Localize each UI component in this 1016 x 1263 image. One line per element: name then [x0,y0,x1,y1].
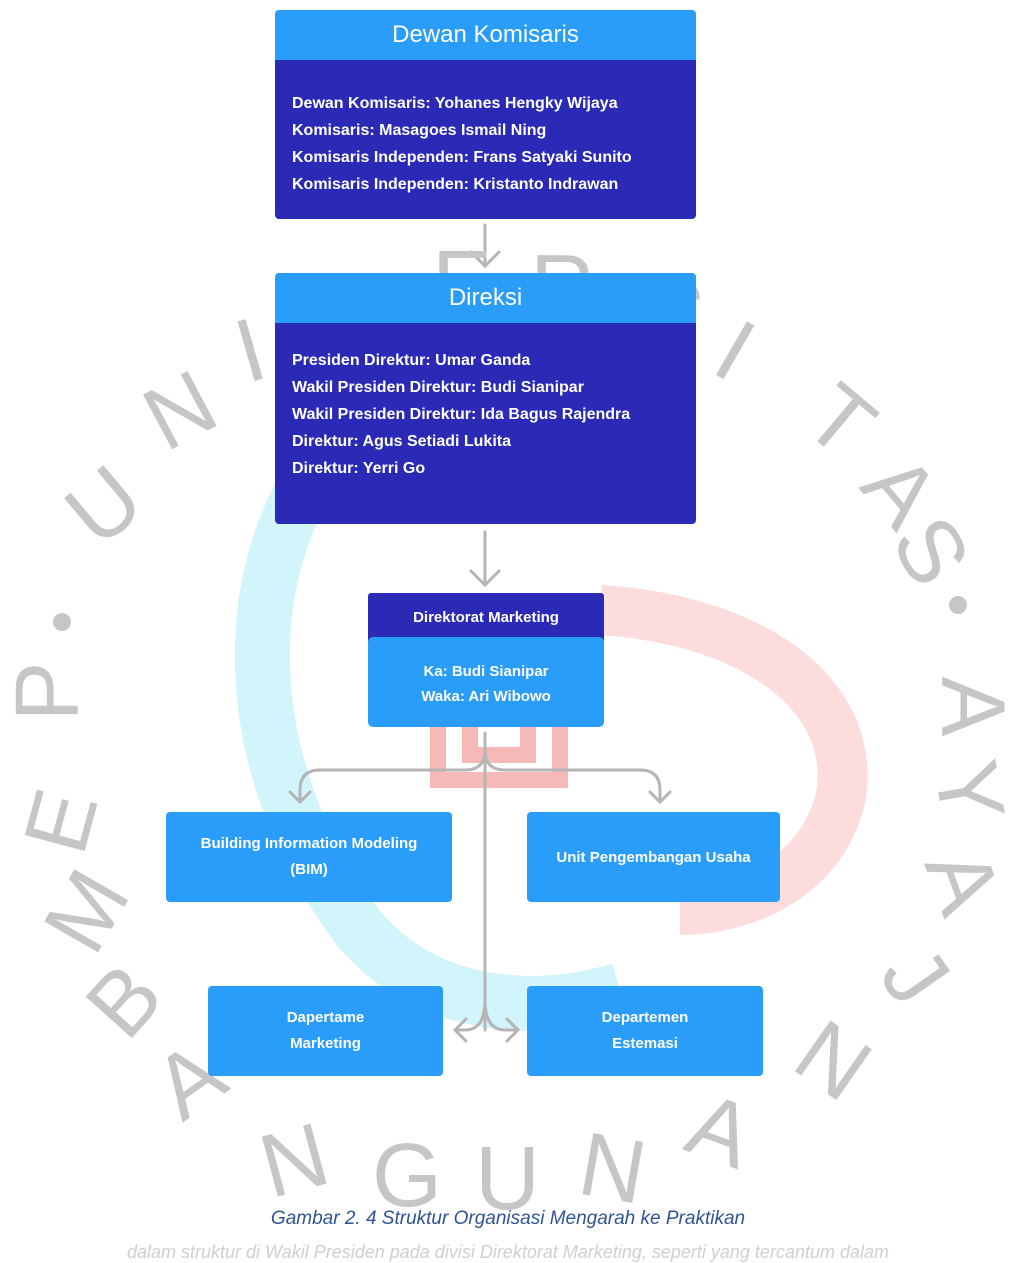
direksi-line: Wakil Presiden Direktur: Budi Sianipar [292,379,584,396]
departemen-estemasi-box: Departemen Estemasi [527,986,763,1076]
marketing-ka: Ka: Budi Sianipar [423,663,549,680]
watermark-dot-right [949,596,967,614]
direksi-line: Direktur: Yerri Go [292,460,426,477]
direksi-header: Direksi [275,273,696,323]
marketing-header: Direktorat Marketing [368,593,604,643]
direksi-line: Presiden Direktur: Umar Ganda [292,352,531,369]
watermark-letter: P [0,661,98,722]
bim-label-line2: (BIM) [290,861,328,878]
dewan-line: Komisaris Independen: Frans Satyaki Suni… [292,149,632,166]
marketing-body: Ka: Budi Sianipar Waka: Ari Wibowo [368,637,604,727]
watermark-letter: G [372,1126,443,1226]
connector-arrows [288,223,672,1043]
watermark-dot-left [53,613,71,631]
dewan-komisaris-title: Dewan Komisaris [392,21,579,48]
bim-label-line1: Building Information Modeling [200,835,418,852]
dapertame-marketing-box: Dapertame Marketing [208,986,443,1076]
estemasi-label-line2: Estemasi [612,1035,678,1052]
direksi-body: Presiden Direktur: Umar Ganda Wakil Pres… [275,323,696,524]
direksi-line: Wakil Presiden Direktur: Ida Bagus Rajen… [292,406,631,423]
direksi-title: Direksi [448,284,523,311]
watermark-letter: A [922,676,1016,737]
dapertame-label-line1: Dapertame [286,1009,365,1026]
upu-label: Unit Pengembangan Usaha [556,848,751,866]
watermark-center-emblem [430,690,568,788]
direksi-line: Direktur: Agus Setiadi Lukita [292,433,511,450]
unit-pengembangan-usaha-box: Unit Pengembangan Usaha [527,812,780,902]
dewan-komisaris-body: Dewan Komisaris: Yohanes Hengky Wijaya K… [275,60,696,219]
marketing-title: Direktorat Marketing [413,609,559,626]
figure-caption: Gambar 2. 4 Struktur Organisasi Mengarah… [270,1208,746,1229]
bim-box: Building Information Modeling (BIM) [166,812,452,902]
dewan-line: Komisaris: Masagoes Ismail Ning [292,122,547,139]
dapertame-label-line2: Marketing [290,1035,361,1052]
dewan-komisaris-header: Dewan Komisaris [275,10,696,60]
cut-off-body-text: dalam struktur di Wakil Presiden pada di… [127,1242,889,1262]
marketing-waka: Waka: Ari Wibowo [421,688,551,705]
dewan-line: Dewan Komisaris: Yohanes Hengky Wijaya [292,95,618,112]
estemasi-label-line1: Departemen [601,1009,689,1026]
dewan-line: Komisaris Independen: Kristanto Indrawan [292,176,619,193]
watermark-letter: U [475,1129,540,1229]
